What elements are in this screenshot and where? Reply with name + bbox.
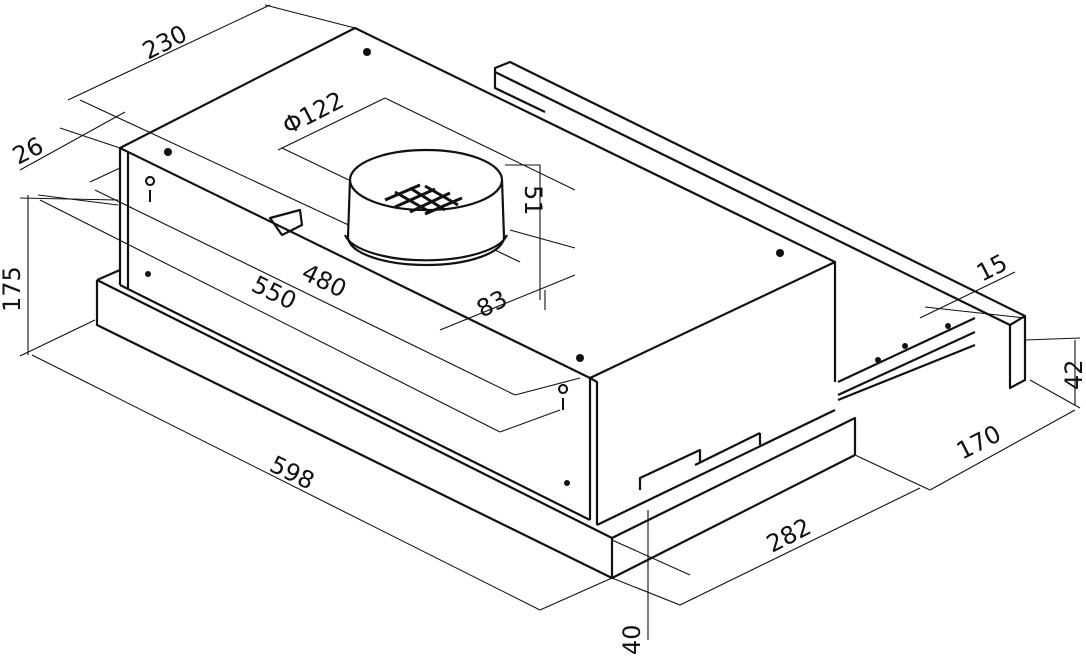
dimension-line [439,274,576,331]
dim-40: 40 [618,624,646,655]
duct-collar [343,148,509,267]
dim-230: 230 [138,20,192,66]
body-edge [95,268,857,580]
dimension-line [19,195,119,357]
rail-rivet [902,343,908,349]
body-edge [268,208,304,237]
dim-480: 480 [297,258,350,303]
screw-hole [564,480,570,486]
dim-51: 51 [519,185,547,216]
body-edge [493,60,1027,390]
dim-42: 42 [1060,359,1086,390]
dim-175: 175 [0,266,26,312]
body-edge [638,432,762,490]
dimension-line [19,111,126,171]
duct-grille [384,183,463,216]
body-edge [588,377,599,525]
keyhole-icon [558,384,569,410]
body-edge [118,148,130,288]
dimension-line [89,167,581,396]
mounting-hole [164,148,172,156]
dim-170: 170 [952,420,1006,466]
dimension-line [611,510,691,640]
dimension-labels: 230 26 Φ122 51 480 550 83 175 15 42 170 … [0,20,1086,655]
dimension-line [1024,337,1081,409]
body-edge [837,317,976,402]
dim-phi122: Φ122 [278,86,348,140]
dim-598: 598 [265,450,318,495]
dim-26: 26 [8,132,48,171]
rail-rivet [875,357,881,363]
dimension-line [505,164,576,300]
body-edge [596,409,836,526]
duct-flange [343,234,509,262]
dimension-line [31,354,613,611]
hood-body [95,26,1027,580]
body-edge [119,284,591,521]
dimension-line [919,271,1026,319]
screw-hole [145,271,151,277]
dimension-line [67,4,356,229]
keyhole-slots [145,176,569,410]
duct-top-ellipse [348,148,504,212]
holes [145,48,951,486]
keyhole-icon [145,176,156,202]
mounting-hole [776,249,784,257]
dim-83: 83 [472,285,512,324]
dimension-lines [19,4,1081,640]
mounting-hole [576,354,584,362]
rail-rivet [945,323,951,329]
mounting-hole [363,48,371,56]
dim-15: 15 [972,249,1012,288]
dimension-line [37,194,561,433]
dimension-line [611,487,921,606]
dimension-line [854,409,1076,491]
